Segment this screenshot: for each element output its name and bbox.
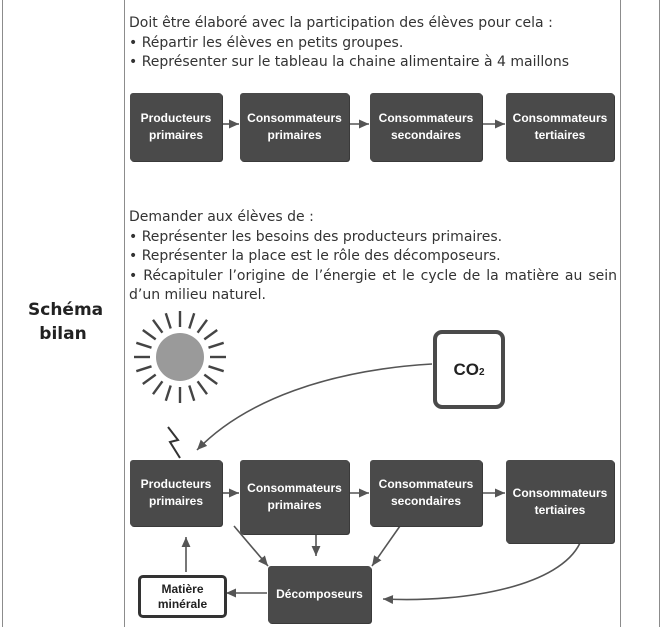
instructions-bullet-decomposers: • Représenter la place est le rôle des d… [129, 248, 501, 264]
chain2-secondary-consumers-l2: secondaires [390, 494, 462, 508]
sun-ray [208, 341, 225, 349]
sun-ray [135, 365, 152, 373]
chain2-tertiary-consumers-box: Consommateurs tertiaires [506, 460, 614, 543]
sun-ray [142, 329, 157, 341]
secondary-to-decomposers-arrow [371, 525, 401, 567]
intro-line: Doit être élaboré avec la participation … [129, 15, 553, 31]
table-column-divider [124, 0, 125, 627]
chain2-secondary-consumers-l1: Consommateurs [378, 477, 474, 491]
chain1-primary-consumers-l1: Consommateurs [247, 111, 342, 125]
instructions-bullet-energy: • Récapituler l’origine de l’énergie et … [129, 267, 617, 304]
instructions-text: Demander aux élèves de : • Représenter l… [129, 208, 617, 306]
chain2-producers-box: Producteurs primaires [130, 460, 222, 526]
intro-bullet-groups: • Répartir les élèves en petits groupes. [129, 34, 404, 51]
chain2-producers-l2: primaires [148, 494, 204, 508]
chain1-producers-l1: Producteurs [140, 111, 212, 125]
chain2-producers-l1: Producteurs [140, 477, 212, 491]
chain2-primary-consumers-l2: primaires [267, 498, 322, 512]
mineral-l2: minérale [157, 596, 208, 611]
table-right-border [659, 0, 660, 627]
sun-disc [156, 333, 204, 381]
sun-ray [135, 341, 152, 349]
chain1-tertiary-consumers-l1: Consommateurs [512, 111, 608, 125]
chain1-secondary-consumers-l1: Consommateurs [378, 111, 474, 125]
sun-ray [188, 385, 196, 402]
chain2-primary-consumers-l1: Consommateurs [247, 481, 342, 495]
sun-ray [188, 312, 196, 329]
table-column-divider-right [620, 0, 621, 627]
chain1-tertiary-consumers-box: Consommateurs tertiaires [506, 93, 614, 161]
chain1-secondary-consumers-l2: secondaires [390, 128, 462, 142]
chain1-tertiary-consumers-l2: tertiaires [534, 128, 586, 142]
sun-ray [152, 380, 164, 395]
sun-icon [134, 311, 226, 459]
co2-subscript: 2 [478, 367, 485, 378]
chain2-primary-consumers-box: Consommateurs primaires [240, 460, 349, 534]
producers-to-decomposers-arrow [233, 525, 269, 567]
instructions-bullet-needs: • Représenter les besoins des producteur… [129, 228, 503, 245]
sun-ray [196, 380, 208, 395]
sun-ray [152, 319, 164, 334]
sun-ray [164, 312, 172, 329]
chain2-secondary-consumers-box: Consommateurs secondaires [370, 460, 482, 526]
row-label: Schéma bilan [2, 298, 124, 346]
decomposers-box: Décomposeurs [268, 566, 371, 623]
chain1-producers-box: Producteurs primaires [130, 93, 222, 161]
co2-to-producers-arrow [196, 363, 433, 451]
chain1-secondary-consumers-box: Consommateurs secondaires [370, 93, 482, 161]
chain1-primary-consumers-box: Consommateurs primaires [240, 93, 349, 161]
intro-bullet-chain: • Représenter sur le tableau la chaine a… [129, 54, 569, 70]
row-label-text: Schéma bilan [28, 300, 104, 344]
tertiary-to-decomposers-arrow [382, 542, 581, 604]
chain2-tertiary-consumers-l2: tertiaires [534, 502, 586, 517]
chain1-primary-consumers-l2: primaires [267, 128, 322, 142]
sun-ray [203, 329, 218, 341]
sun-ray [142, 373, 157, 385]
sun-ray [208, 365, 225, 373]
lightning-icon [167, 426, 181, 459]
sun-ray [203, 373, 218, 385]
intro-text: Doit être élaboré avec la participation … [129, 14, 614, 73]
chain1-producers-l2: primaires [148, 128, 204, 142]
sun-ray [196, 319, 208, 334]
instructions-lead: Demander aux élèves de : [129, 209, 314, 225]
co2-label: CO [453, 359, 479, 379]
decomposers-label: Décomposeurs [276, 587, 363, 601]
chain2-tertiary-consumers-l1: Consommateurs [512, 485, 608, 500]
sun-ray [164, 385, 172, 402]
mineral-l1: Matière [161, 581, 204, 596]
table-left-border [2, 0, 3, 627]
